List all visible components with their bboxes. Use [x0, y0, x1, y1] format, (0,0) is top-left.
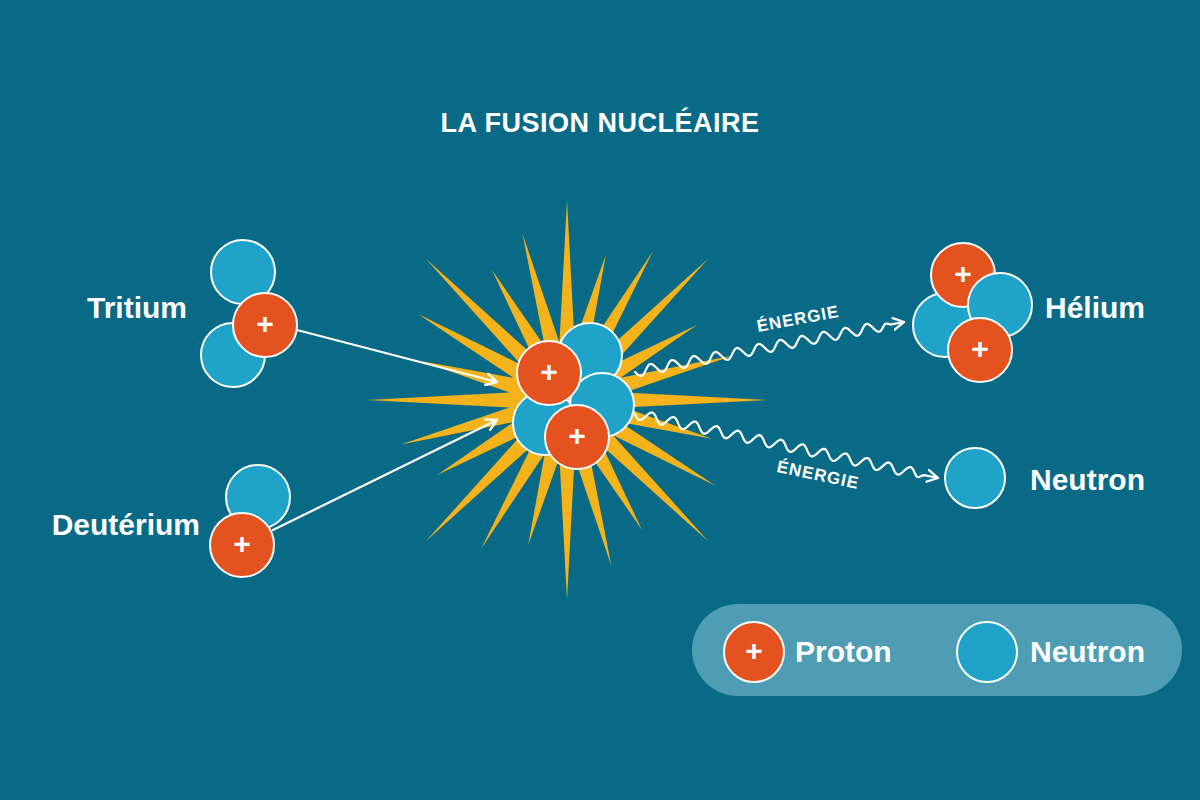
- reaction-arrow: [273, 420, 497, 530]
- proton-sign: +: [745, 636, 763, 666]
- legend-text: Neutron: [1030, 637, 1145, 667]
- proton-sign: +: [568, 421, 586, 451]
- proton-sign: +: [971, 334, 989, 364]
- diagram-title: LA FUSION NUCLÉAIRE: [0, 108, 1200, 139]
- proton-particle: [948, 318, 1012, 382]
- reaction-arrow: [297, 330, 497, 382]
- particle-name: Deutérium: [52, 510, 200, 540]
- proton-particle: [233, 293, 297, 357]
- legend-panel: [692, 604, 1182, 696]
- proton-sign: +: [954, 259, 972, 289]
- proton-particle: [210, 513, 274, 577]
- particle-name: Hélium: [1045, 293, 1145, 323]
- helium-atom: Hélium++: [912, 240, 1033, 383]
- proton-sign: +: [233, 529, 251, 559]
- neutron-particle: [945, 448, 1005, 508]
- proton-particle: [517, 341, 581, 405]
- edge-label: ÉNERGIE: [776, 458, 861, 492]
- proton-sign: +: [256, 309, 274, 339]
- tritium-atom: Tritium+: [200, 238, 299, 390]
- particle-name: Neutron: [1030, 465, 1145, 495]
- edge-label: ÉNERGIE: [755, 303, 840, 335]
- deuterium-atom: Deutérium+: [209, 464, 293, 579]
- particle-cluster: [209, 464, 293, 579]
- legend-swatch: [956, 621, 1018, 683]
- proton-particle: [545, 405, 609, 469]
- fusion-core: ++: [513, 322, 635, 470]
- proton-sign: +: [540, 357, 558, 387]
- legend-text: Proton: [795, 637, 892, 667]
- particle-cluster: [944, 447, 1006, 509]
- fusion-burst: [367, 200, 767, 600]
- particle-name: Tritium: [87, 293, 187, 323]
- particle-cluster: [200, 238, 299, 390]
- free-neutron: Neutron: [944, 447, 1006, 509]
